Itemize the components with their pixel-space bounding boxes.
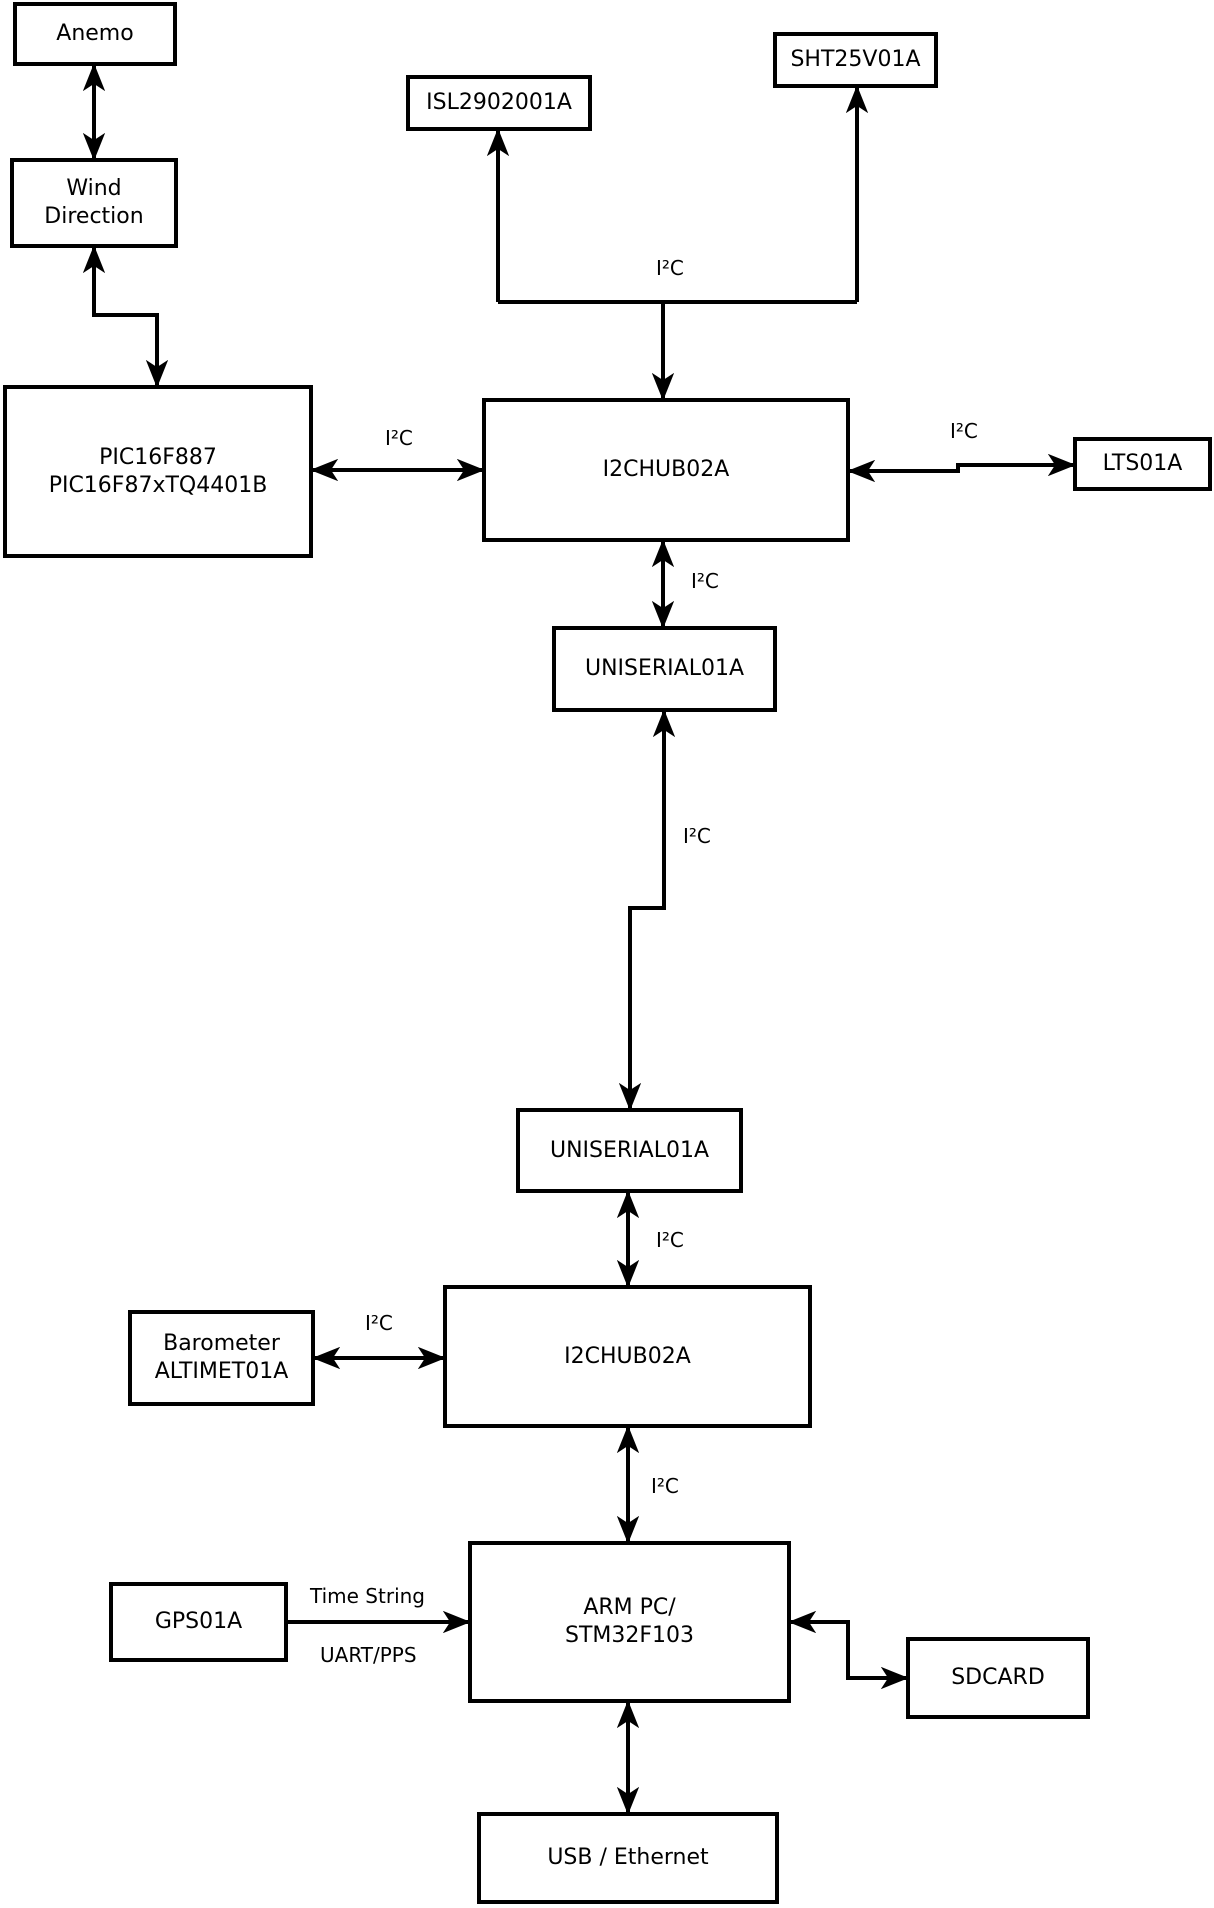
- anemometer-box: Anemo: [13, 2, 177, 66]
- arrow-wind-pic: [82, 245, 169, 388]
- i2c-hub-uniserial-label: I²C: [691, 569, 719, 593]
- wind-direction-label-line1: Wind: [66, 176, 122, 202]
- uniserial-top-box: UNISERIAL01A: [552, 626, 777, 712]
- uniserial-bottom-label: UNISERIAL01A: [549, 1137, 710, 1163]
- wind-direction-box: Wind Direction: [10, 158, 178, 248]
- pic-microcontroller-box: PIC16F887 PIC16F87xTQ4401B: [3, 385, 313, 558]
- sdcard-box: SDCARD: [906, 1637, 1090, 1719]
- isl-sensor-label: ISL2902001A: [426, 90, 572, 116]
- i2c-pic-hub-label: I²C: [385, 426, 413, 450]
- arrow-hub1-lts: [847, 453, 1076, 483]
- sht-sensor-label: SHT25V01A: [790, 47, 921, 73]
- arm-pc-label-line1: ARM PC/: [583, 1595, 676, 1621]
- barometer-box: Barometer ALTIMET01A: [128, 1310, 315, 1406]
- arrow-uniserial1-uniserial2: [618, 709, 676, 1111]
- i2c-hub-bottom-box: I2CHUB02A: [443, 1285, 812, 1428]
- i2c-hub-top-box: I2CHUB02A: [482, 398, 850, 542]
- usb-ethernet-label: USB / Ethernet: [547, 1845, 709, 1871]
- i2c-uniserial-link-label: I²C: [683, 824, 711, 848]
- lts-sensor-label: LTS01A: [1102, 451, 1183, 477]
- sdcard-label: SDCARD: [951, 1665, 1045, 1691]
- i2c-hub-top-label: I2CHUB02A: [602, 457, 730, 483]
- uniserial-bottom-box: UNISERIAL01A: [516, 1108, 743, 1193]
- i2c-barometer-hub2-label: I²C: [365, 1311, 393, 1335]
- arm-pc-box: ARM PC/ STM32F103: [468, 1541, 791, 1703]
- gps-box: GPS01A: [109, 1582, 288, 1662]
- i2c-uniserial-hub2-label: I²C: [656, 1228, 684, 1252]
- sht-sensor-box: SHT25V01A: [773, 32, 938, 88]
- uniserial-top-label: UNISERIAL01A: [584, 656, 745, 682]
- isl-sensor-box: ISL2902001A: [406, 75, 592, 131]
- lts-sensor-box: LTS01A: [1073, 437, 1212, 491]
- uart-pps-label: UART/PPS: [320, 1643, 417, 1667]
- anemometer-label: Anemo: [56, 21, 134, 47]
- wind-direction-label-line2: Direction: [44, 204, 144, 229]
- usb-ethernet-box: USB / Ethernet: [477, 1812, 779, 1904]
- gps-label: GPS01A: [154, 1609, 243, 1635]
- i2c-hub-lts-label: I²C: [950, 419, 978, 443]
- arm-pc-label-line2: STM32F103: [564, 1623, 695, 1648]
- barometer-label-line2: ALTIMET01A: [154, 1359, 289, 1384]
- i2c-sensor-bus-label: I²C: [656, 256, 684, 280]
- pic-label-line1: PIC16F887: [99, 444, 217, 470]
- arrow-arm-sdcard: [788, 1610, 909, 1690]
- time-string-label: Time String: [310, 1584, 425, 1608]
- i2c-hub2-arm-label: I²C: [651, 1474, 679, 1498]
- i2c-hub-bottom-label: I2CHUB02A: [564, 1343, 691, 1369]
- pic-label-line2: PIC16F87xTQ4401B: [48, 472, 268, 498]
- barometer-label-line1: Barometer: [163, 1331, 280, 1357]
